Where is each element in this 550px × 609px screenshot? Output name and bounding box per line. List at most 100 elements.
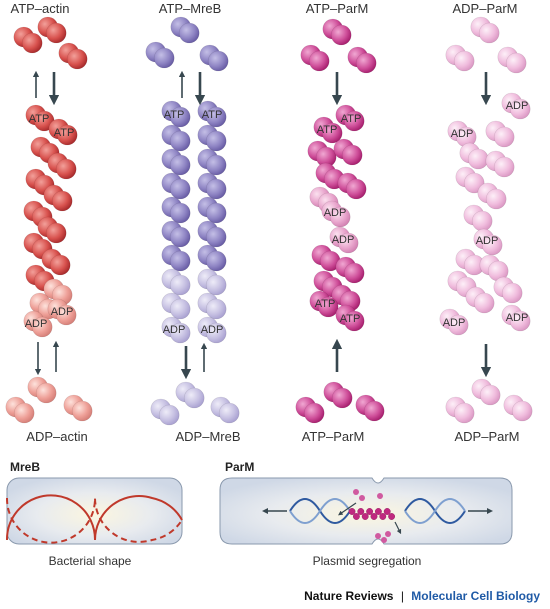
parm-subunit [335,256,365,284]
col4-adp-label-e: ADP [443,317,466,329]
parm-subunit [459,142,489,170]
filament-layer [5,16,533,426]
parm-monomer [295,396,325,424]
mreb-subunit [161,148,191,176]
actin-subunit [48,118,78,146]
col3-atp-label-a: ATP [317,124,338,136]
actin-monomer [13,26,43,54]
col3-atp-label-d: ATP [340,313,361,325]
col1-adp-label-b: ADP [25,318,48,330]
parm-monomer [445,44,475,72]
footer: Nature Reviews | Molecular Cell Biology [304,589,540,603]
parm-subunit [309,290,339,318]
parm-filament-subunit [383,508,391,515]
parm-subunit [501,92,531,120]
mreb-subunit [161,292,191,320]
col4-adp-label-b: ADP [451,128,474,140]
actin-subunit [47,152,77,180]
mreb-monomer [175,381,205,409]
parm-subunit [329,226,359,254]
mreb-subunit [161,196,191,224]
parm-filament-subunit [361,513,369,520]
parm-filament [348,489,395,543]
parm-free-monomer [385,531,391,537]
plasmid-dna-right [404,498,466,524]
col1-adp-label-a: ADP [51,306,74,318]
parm-subunit [313,116,343,144]
mreb-subunit [197,316,227,344]
parm-atp-filament [295,18,385,424]
parm-subunit [485,150,515,178]
parm-subunit [335,304,365,332]
col4-adp-label-c: ADP [476,235,499,247]
monomer-arrow-top [338,502,357,516]
mreb-subunit [197,124,227,152]
actin-subunit [23,310,53,338]
parm-subunit [463,204,493,232]
parm-subunit [479,254,509,282]
mreb-helix [5,494,183,544]
parm-filament-subunit [374,508,382,515]
parm-filament-subunit [370,513,378,520]
parm-subunit [337,172,367,200]
monomer-arrow-bottom [394,521,402,535]
col3-adp-label-b: ADP [332,234,355,246]
parm-filament-subunit [379,513,387,520]
mreb-subunit [197,148,227,176]
mreb-subunit [161,316,191,344]
nucleotide-labels: ATP ATP ADP ADP ATP ATP ADP ADP ATP ATP … [25,100,529,336]
actin-monomer [58,42,88,70]
parm-panel-title: ParM [225,460,254,474]
mreb-subunit [197,196,227,224]
parm-filament-subunit [388,513,395,520]
mreb-subunit [197,244,227,272]
col4-top-label: ADP–ParM [452,1,517,16]
parm-subunit [501,304,531,332]
parm-monomer [471,378,501,406]
mreb-subunit [161,124,191,152]
mreb-panel: MreB Bacterial shape [5,460,183,568]
mreb-subunit [197,100,227,128]
parm-adp-filament [439,16,533,424]
mreb-monomer [210,396,240,424]
actin-filament [5,16,93,424]
actin-monomer [37,16,67,44]
col4-adp-label-a: ADP [506,100,529,112]
col3-adp-label-a: ADP [324,207,347,219]
mreb-subunit [197,268,227,296]
mreb-subunit [197,172,227,200]
parm-monomer [347,46,377,74]
footer-journal: Nature Reviews [304,589,394,603]
actin-subunit [25,104,55,132]
mreb-subunit [197,292,227,320]
parm-subunit [447,120,477,148]
parm-panel: ParM Plasmid segregation [219,460,513,568]
mreb-subunit [161,172,191,200]
col1-atp-label-a: ATP [29,113,50,125]
footer-separator: | [401,589,404,603]
actin-monomer [5,396,35,424]
col2-top-label: ATP–MreB [159,1,222,16]
parm-free-monomer [353,489,359,495]
parm-subunit [321,200,351,228]
parm-monomer [322,18,352,46]
actin-subunit [41,248,71,276]
mreb-panel-title: MreB [10,460,40,474]
parm-free-monomer [359,495,365,501]
col2-adp-label-a: ADP [163,324,186,336]
parm-monomer [355,394,385,422]
mreb-monomer [150,398,180,426]
parm-filament-subunit [357,508,365,515]
parm-monomer [323,381,353,409]
parm-filament-subunit [352,513,360,520]
col2-atp-label-a: ATP [164,109,185,121]
parm-subunit [439,308,469,336]
col4-bottom-label: ADP–ParM [454,429,519,444]
parm-monomer [445,396,475,424]
actin-monomer [27,376,57,404]
mreb-filament [145,16,240,426]
parm-free-monomer [375,533,381,539]
col2-atp-label-b: ATP [202,109,223,121]
mreb-subunit [161,220,191,248]
